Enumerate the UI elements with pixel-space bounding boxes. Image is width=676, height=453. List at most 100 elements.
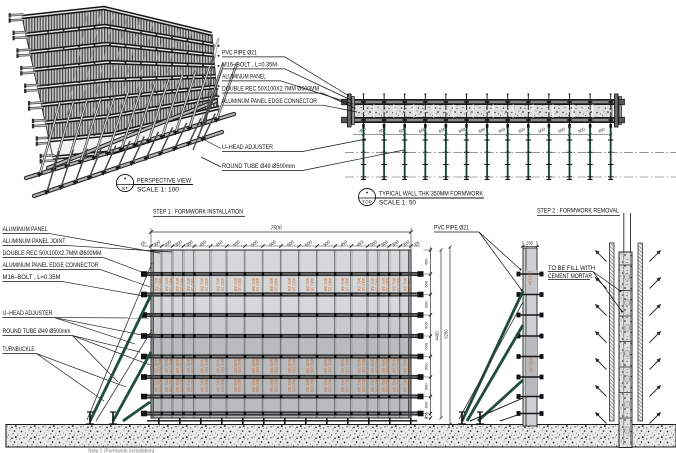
svg-text:TURNBUCKLE: TURNBUCKLE <box>3 347 35 353</box>
svg-text:WA02-15M: WA02-15M <box>370 359 375 374</box>
svg-text:4M2-15: 4M2-15 <box>273 278 278 292</box>
svg-text:4M2-150: 4M2-150 <box>291 378 296 392</box>
svg-text:ST: ST <box>122 186 128 192</box>
svg-text:600: 600 <box>424 363 429 370</box>
svg-text:4M2-150: 4M2-150 <box>255 359 260 374</box>
svg-text:WA2-15M: WA2-15M <box>269 278 274 292</box>
svg-text:TO BE FILL WITH: TO BE FILL WITH <box>548 266 595 272</box>
svg-text:600: 600 <box>458 126 467 134</box>
svg-text:4M2-15: 4M2-15 <box>158 278 163 292</box>
svg-text:300: 300 <box>185 239 194 248</box>
svg-text:4M2-150: 4M2-150 <box>220 359 225 374</box>
svg-text:4M2-15: 4M2-15 <box>204 278 209 292</box>
svg-text:WA02-15M: WA02-15M <box>153 378 158 392</box>
svg-text:WA02-15M: WA02-15M <box>381 378 386 392</box>
svg-text:WA02-15M: WA02-15M <box>305 359 310 374</box>
svg-text:4M2-150: 4M2-150 <box>179 359 184 374</box>
svg-text:WA2-15M: WA2-15M <box>251 278 256 292</box>
svg-text:4M2-15: 4M2-15 <box>220 278 225 292</box>
svg-text:600: 600 <box>557 126 566 134</box>
svg-text:600: 600 <box>424 342 429 349</box>
svg-text:WA2-15M: WA2-15M <box>528 271 533 285</box>
svg-text:4M2-150: 4M2-150 <box>385 359 390 374</box>
svg-text:ALUMINUM PANEL EDGE CONNECTOR: ALUMINUM PANEL EDGE CONNECTOR <box>3 263 100 269</box>
svg-text:65: 65 <box>140 240 147 247</box>
svg-text:PVC PIPE Ø21: PVC PIPE Ø21 <box>434 226 470 232</box>
svg-text:600: 600 <box>424 280 429 287</box>
svg-text:4M2-150: 4M2-150 <box>158 378 163 392</box>
svg-text:WA02-15M: WA02-15M <box>323 359 328 374</box>
svg-text:WA02-15M: WA02-15M <box>287 359 292 374</box>
svg-text:ROUND TUBE Ø49 Ø500mm: ROUND TUBE Ø49 Ø500mm <box>222 164 295 170</box>
svg-text:4M2-15: 4M2-15 <box>385 278 390 292</box>
svg-text:4M2-15: 4M2-15 <box>190 278 195 292</box>
svg-text:600: 600 <box>424 301 429 308</box>
svg-text:WA2-15M: WA2-15M <box>305 278 310 292</box>
svg-text:4M2-150: 4M2-150 <box>158 359 163 374</box>
svg-text:450: 450 <box>198 239 207 248</box>
svg-text:300: 300 <box>369 239 378 248</box>
svg-text:WA2-15M: WA2-15M <box>233 278 238 292</box>
svg-text:WA02-15M: WA02-15M <box>186 359 191 374</box>
svg-text:600: 600 <box>424 321 429 328</box>
svg-text:WA02-15M: WA02-15M <box>529 357 534 372</box>
svg-text:WA2-15M: WA2-15M <box>199 278 204 292</box>
svg-text:600: 600 <box>378 126 387 134</box>
svg-text:600: 600 <box>438 126 447 134</box>
svg-text:PERSPECTIVE VIEW: PERSPECTIVE VIEW <box>137 178 192 185</box>
svg-text:600: 600 <box>398 126 407 134</box>
svg-text:DOUBLE REC 50X100X2.7MM Ø600MM: DOUBLE REC 50X100X2.7MM Ø600MM <box>222 87 319 93</box>
svg-text:M16–BOLT , L=0.35M: M16–BOLT , L=0.35M <box>222 63 277 69</box>
svg-text:WA2-15M: WA2-15M <box>340 278 345 292</box>
svg-text:500: 500 <box>304 239 313 248</box>
svg-text:WA02-15M: WA02-15M <box>323 378 328 392</box>
svg-text:4M2-150: 4M2-150 <box>361 378 366 392</box>
svg-text:WA02-15M: WA02-15M <box>216 359 221 374</box>
svg-text:STEP 2 : FORMWORK REMOVAL: STEP 2 : FORMWORK REMOVAL <box>537 208 619 215</box>
svg-text:4M2-15: 4M2-15 <box>255 278 260 292</box>
svg-text:ROUND TUBE Ø49 Ø500mm: ROUND TUBE Ø49 Ø500mm <box>3 329 71 335</box>
svg-text:4M2-150: 4M2-150 <box>237 378 242 392</box>
svg-text:4M2-150: 4M2-150 <box>374 359 379 374</box>
svg-text:WA02-15M: WA02-15M <box>356 378 361 392</box>
svg-text:WA02-15M: WA02-15M <box>164 378 169 392</box>
svg-text:CEMENT MORTAR: CEMENT MORTAR <box>548 274 593 280</box>
svg-text:4M2-150: 4M2-150 <box>396 378 401 392</box>
svg-text:WA2-15M: WA2-15M <box>403 278 408 292</box>
svg-text:4M2-150: 4M2-150 <box>361 359 366 374</box>
svg-text:WA02-15M: WA02-15M <box>287 378 292 392</box>
svg-text:TYPICAL WALL THK 350MM FORMWO: TYPICAL WALL THK 350MM FORMWORK <box>379 191 484 198</box>
svg-text:4M2-150: 4M2-150 <box>309 378 314 392</box>
svg-text:PVC PIPE Ø21: PVC PIPE Ø21 <box>222 51 258 57</box>
svg-text:WA02-15M: WA02-15M <box>392 378 397 392</box>
svg-text:450: 450 <box>355 239 364 248</box>
svg-text:4M2-150: 4M2-150 <box>309 359 314 374</box>
svg-text:300: 300 <box>163 239 172 248</box>
svg-text:U–HEAD ADJUSTER: U–HEAD ADJUSTER <box>3 311 54 317</box>
svg-text:DOUBLE REC 50X100X2.7MM Ø600MM: DOUBLE REC 50X100X2.7MM Ø600MM <box>3 251 102 257</box>
svg-text:WA02-15M: WA02-15M <box>216 378 221 392</box>
svg-text:WA02-15M: WA02-15M <box>403 359 408 374</box>
svg-text:WA02-15M: WA02-15M <box>233 378 238 392</box>
svg-text:600: 600 <box>418 126 427 134</box>
svg-text:WA02-15M: WA02-15M <box>370 378 375 392</box>
svg-text:WA2-15M: WA2-15M <box>175 278 180 292</box>
svg-text:WA02-15M: WA02-15M <box>233 359 238 374</box>
svg-text:TOP: TOP <box>362 200 372 205</box>
svg-text:600: 600 <box>537 126 546 134</box>
svg-text:4M2-150: 4M2-150 <box>273 359 278 374</box>
svg-text:WA2-15M: WA2-15M <box>370 278 375 292</box>
svg-text:4M2-150: 4M2-150 <box>204 378 209 392</box>
svg-text:ALUMINUM PANEL JOINT: ALUMINUM PANEL JOINT <box>3 239 66 245</box>
svg-text:500: 500 <box>268 239 277 248</box>
svg-text:4M2-150: 4M2-150 <box>237 359 242 374</box>
svg-text:WA2-15M: WA2-15M <box>356 278 361 292</box>
svg-text:SCALE 1: 100: SCALE 1: 100 <box>137 187 180 194</box>
svg-text:ALUMINUM PANEL: ALUMINUM PANEL <box>222 75 267 81</box>
svg-text:500: 500 <box>250 239 259 248</box>
svg-text:4M2-150: 4M2-150 <box>190 378 195 392</box>
svg-text:4M2-15: 4M2-15 <box>327 278 332 292</box>
svg-text:4M2-150: 4M2-150 <box>169 359 174 374</box>
svg-text:300: 300 <box>174 239 183 248</box>
svg-text:ALUMINUM PANEL EDGE CONNECTOR: ALUMINUM PANEL EDGE CONNECTOR <box>222 99 318 105</box>
